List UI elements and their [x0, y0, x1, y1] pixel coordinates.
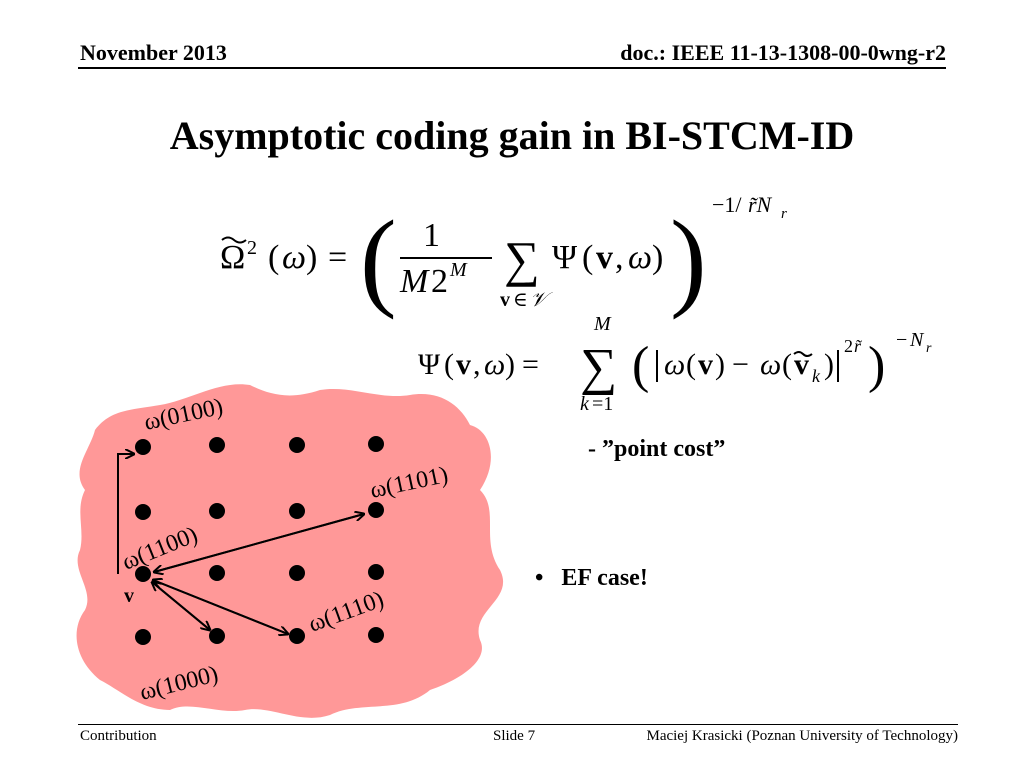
svg-text:): ) [670, 198, 707, 320]
footer-author: Maciej Krasicki (Poznan University of Te… [646, 728, 958, 744]
header-doc-id: doc.: IEEE 11-13-1308-00-0wng-r2 [620, 40, 946, 65]
footer-left: Contribution [80, 728, 157, 744]
equation-omega: Ω 2 ( ω ) = ( 1 M 2 M ∑ v ∈ 𝒱 Ψ ( v , ω … [220, 192, 787, 320]
svg-text:k: k [812, 366, 821, 386]
svg-text:=: = [328, 239, 347, 276]
point-cost-annotation: - ”point cost” [588, 436, 726, 462]
svg-text:=1: =1 [592, 393, 613, 415]
svg-text:r: r [926, 341, 932, 356]
equation-psi: Ψ ( v , ω ) = M ∑ k =1 ( ω ( v ) − ω ( v… [418, 313, 932, 415]
svg-text:): ) [715, 348, 725, 381]
svg-text:v: v [500, 289, 510, 311]
svg-text:1: 1 [423, 217, 440, 254]
svg-text:r̃N: r̃N [748, 192, 773, 217]
svg-text:=: = [522, 348, 539, 381]
svg-text:Ψ: Ψ [418, 348, 441, 381]
header-rule [78, 67, 946, 69]
svg-text:(: ( [782, 348, 792, 381]
svg-text:ω: ω [628, 239, 652, 276]
svg-text:M: M [449, 259, 468, 281]
svg-text:(: ( [444, 348, 454, 381]
svg-text:): ) [824, 348, 834, 381]
constellation-blob [76, 384, 504, 718]
svg-text:(: ( [686, 348, 696, 381]
svg-text:v: v [698, 348, 713, 381]
svg-text:ω: ω [282, 239, 306, 276]
svg-text:ω: ω [484, 348, 505, 381]
svg-text:∑: ∑ [504, 231, 540, 287]
svg-text:(: ( [582, 239, 593, 276]
footer-rule [78, 724, 958, 725]
svg-text:(: ( [360, 198, 397, 320]
svg-text:(: ( [268, 239, 279, 276]
slide-title: Asymptotic coding gain in BI-STCM-ID [169, 113, 855, 158]
svg-text:Ω: Ω [220, 239, 245, 276]
svg-text:∑: ∑ [580, 339, 617, 396]
svg-text:v: v [596, 239, 613, 276]
svg-text:): ) [868, 337, 885, 394]
svg-text:): ) [652, 239, 663, 276]
svg-text:r̃: r̃ [854, 336, 863, 356]
svg-text:ω: ω [760, 348, 781, 381]
svg-text:,: , [615, 239, 624, 276]
svg-text:v: v [456, 348, 471, 381]
vertex-label-v: v [124, 585, 134, 607]
svg-text:Ψ: Ψ [552, 239, 577, 276]
svg-text:2: 2 [247, 237, 257, 259]
svg-text:−1/: −1/ [712, 192, 742, 217]
svg-text:(: ( [632, 337, 649, 394]
bullet-item: • EF case! [535, 565, 648, 592]
svg-text:): ) [306, 239, 317, 276]
svg-text:2: 2 [844, 336, 853, 356]
header-date: November 2013 [80, 40, 227, 65]
svg-text:M: M [399, 263, 430, 300]
constellation-diagram: ω(0100) ω(1101) ω(1100) ω(1110) ω(1000) … [76, 384, 504, 718]
svg-text:k: k [580, 393, 590, 415]
svg-text:∈: ∈ [513, 289, 528, 311]
constellation-points [135, 436, 384, 645]
footer-slide-number: Slide 7 [493, 728, 536, 744]
svg-text:): ) [505, 348, 515, 381]
bullet-marker: • [535, 565, 544, 591]
svg-text:,: , [473, 348, 481, 381]
bullet-text: EF case! [561, 565, 648, 591]
svg-text:−: − [732, 348, 749, 381]
svg-text:M: M [593, 313, 612, 335]
svg-text:𝒱: 𝒱 [530, 289, 553, 311]
svg-text:2: 2 [431, 263, 448, 300]
svg-text:r: r [781, 206, 787, 222]
svg-text:N: N [909, 329, 925, 351]
svg-text:ω: ω [664, 348, 685, 381]
svg-text:−: − [896, 329, 907, 351]
